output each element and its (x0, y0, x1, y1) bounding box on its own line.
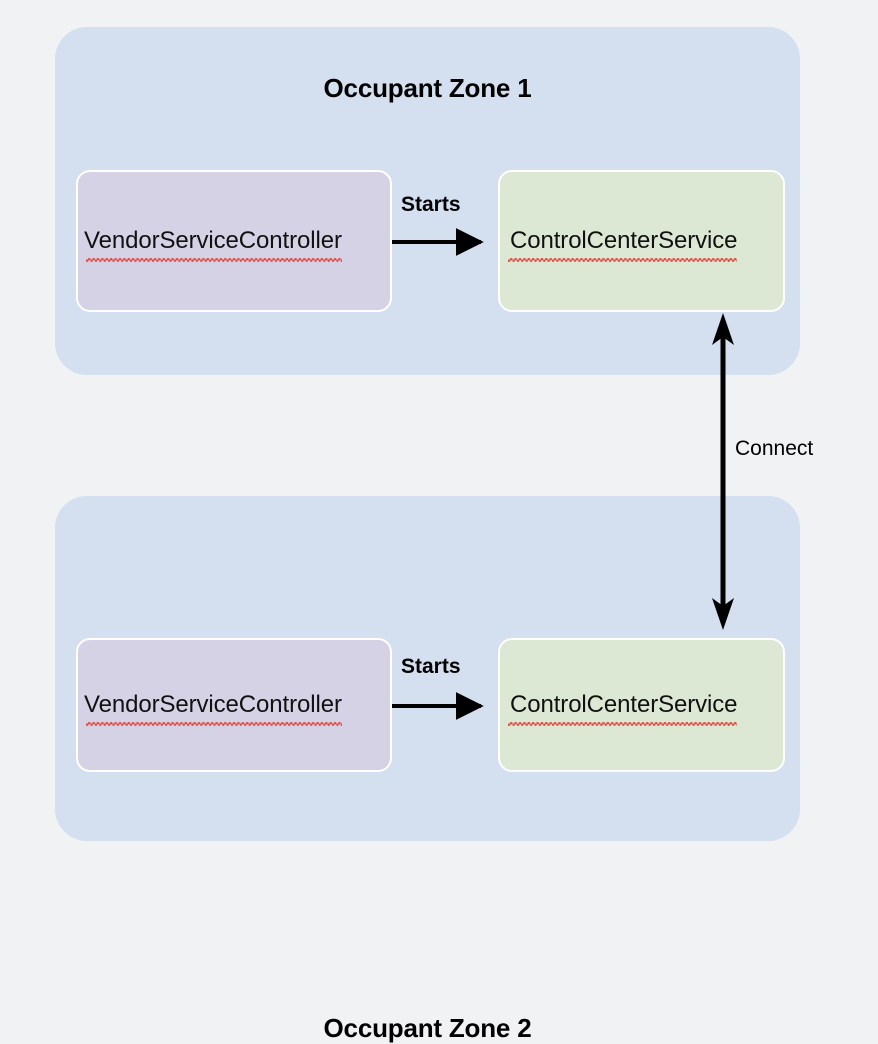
node-label: ControlCenterService (500, 691, 738, 726)
node-control-center-service-zone-2[interactable]: ControlCenterService (498, 638, 785, 772)
edge-label-starts-zone-1: Starts (401, 193, 461, 216)
edge-label-starts-zone-2: Starts (401, 655, 461, 678)
diagram-canvas: Occupant Zone 1 Occupant Zone 2 VendorSe… (55, 27, 814, 1043)
edge-label-connect: Connect (735, 437, 814, 460)
node-vendor-service-controller-zone-2[interactable]: VendorServiceController (76, 638, 392, 772)
zone-title-1: Occupant Zone 1 (323, 73, 532, 103)
node-label: VendorServiceController (78, 227, 342, 262)
zone-title-2: Occupant Zone 2 (323, 1013, 532, 1043)
node-label: VendorServiceController (78, 691, 342, 726)
node-label: ControlCenterService (500, 227, 738, 262)
node-vendor-service-controller-zone-1[interactable]: VendorServiceController (76, 170, 392, 312)
node-control-center-service-zone-1[interactable]: ControlCenterService (498, 170, 785, 312)
